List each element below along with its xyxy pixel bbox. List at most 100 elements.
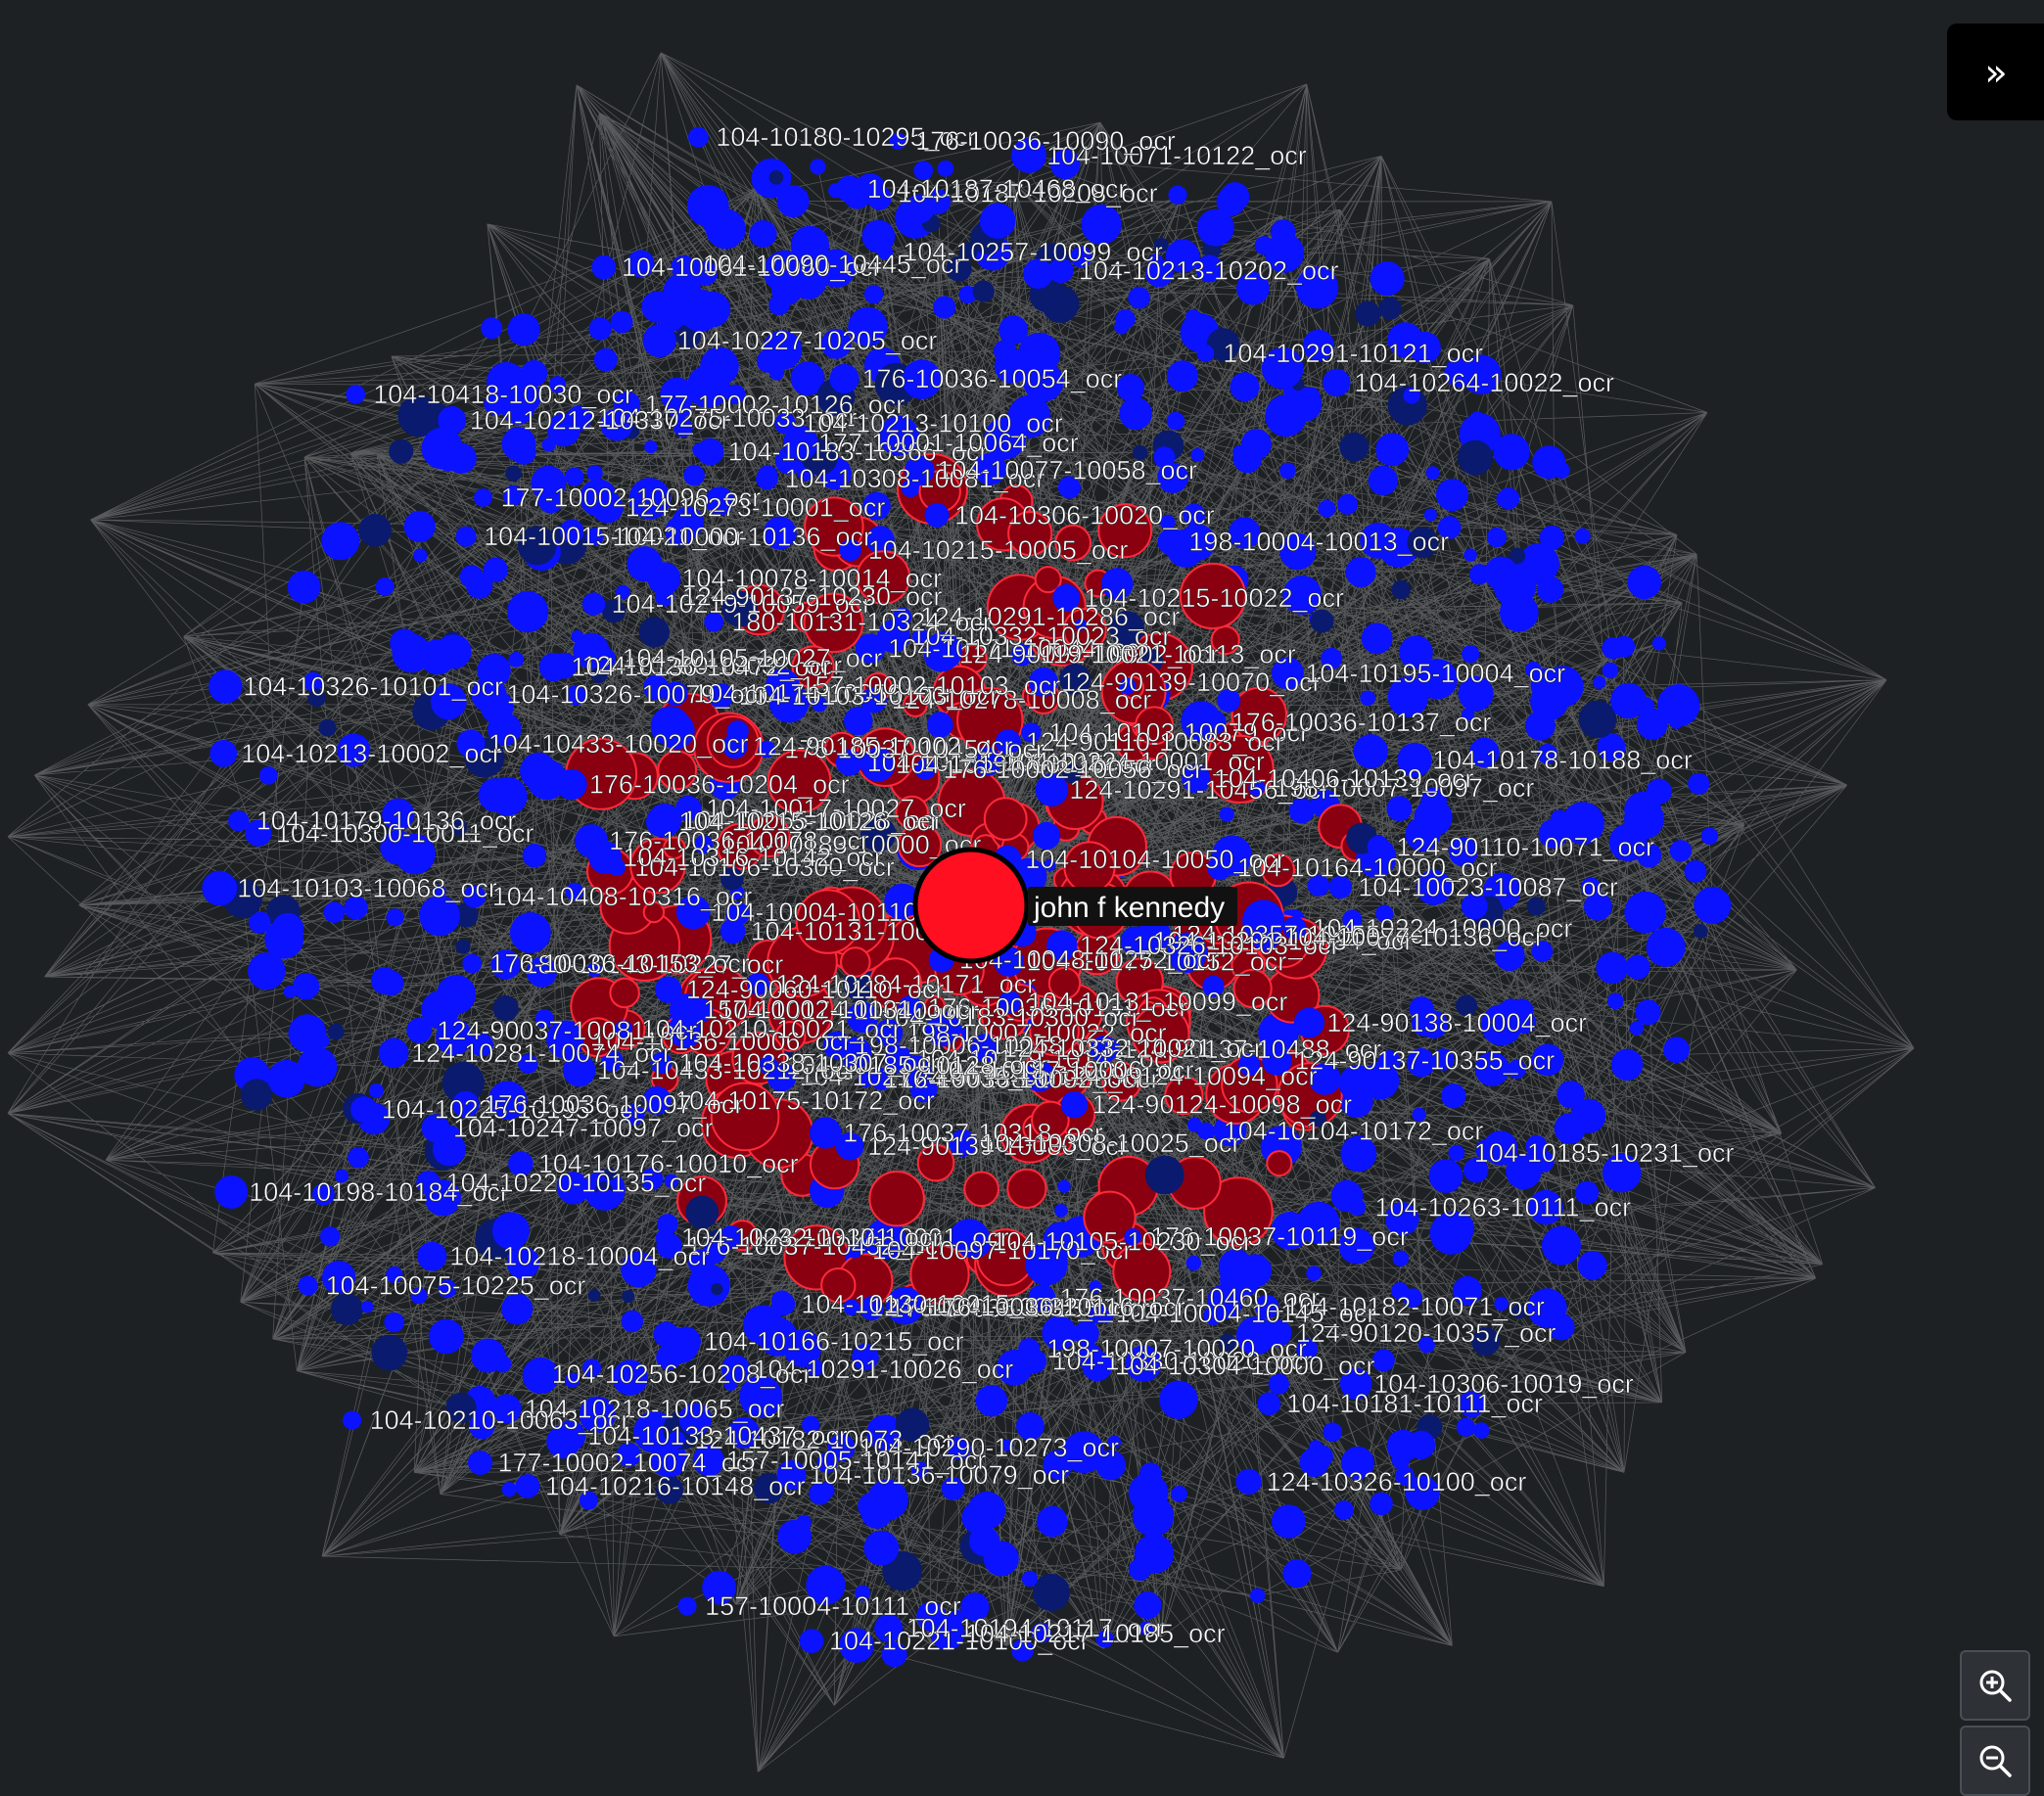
graph-node[interactable] xyxy=(858,1492,886,1521)
graph-node[interactable] xyxy=(505,465,522,482)
graph-node[interactable] xyxy=(1266,1150,1293,1177)
labeled-node[interactable] xyxy=(554,1420,586,1452)
graph-node[interactable] xyxy=(453,902,479,928)
graph-node[interactable] xyxy=(1528,1189,1563,1225)
graph-node[interactable] xyxy=(1606,992,1624,1010)
graph-node[interactable] xyxy=(816,249,857,288)
graph-node[interactable] xyxy=(1037,1505,1068,1538)
graph-node[interactable] xyxy=(705,208,746,250)
labeled-node[interactable] xyxy=(468,1451,492,1475)
graph-node[interactable] xyxy=(500,391,535,425)
graph-node[interactable] xyxy=(1486,528,1507,548)
labeled-node[interactable] xyxy=(1090,1036,1118,1064)
graph-node[interactable] xyxy=(1472,1422,1490,1439)
labeled-node[interactable] xyxy=(670,993,702,1026)
graph-node[interactable] xyxy=(1437,516,1462,539)
graph-node[interactable] xyxy=(1095,1630,1114,1648)
labeled-node[interactable] xyxy=(720,918,746,944)
graph-node[interactable] xyxy=(579,1396,616,1433)
graph-node[interactable] xyxy=(975,1385,1008,1417)
graph-node[interactable] xyxy=(727,1416,760,1449)
graph-node[interactable] xyxy=(469,1413,495,1440)
graph-node[interactable] xyxy=(582,1359,601,1378)
graph-node[interactable] xyxy=(768,170,784,185)
labeled-node[interactable] xyxy=(1048,257,1074,284)
labeled-node[interactable] xyxy=(843,1299,860,1316)
labeled-node[interactable] xyxy=(655,1229,672,1246)
graph-node[interactable] xyxy=(436,1018,473,1056)
graph-node[interactable] xyxy=(1261,852,1295,888)
graph-node[interactable] xyxy=(879,415,919,456)
graph-node[interactable] xyxy=(541,437,556,452)
labeled-node[interactable] xyxy=(720,1355,751,1384)
graph-node[interactable] xyxy=(1407,1430,1436,1459)
graph-node[interactable] xyxy=(287,570,321,604)
graph-node[interactable] xyxy=(368,1082,384,1098)
labeled-node[interactable] xyxy=(421,1114,450,1143)
graph-node[interactable] xyxy=(1302,387,1321,405)
graph-node[interactable] xyxy=(1651,636,1666,651)
labeled-node[interactable] xyxy=(675,895,711,930)
graph-node[interactable] xyxy=(650,706,691,747)
graph-node[interactable] xyxy=(890,899,911,921)
labeled-node[interactable] xyxy=(972,746,1002,777)
graph-node[interactable] xyxy=(692,260,719,286)
graph-node[interactable] xyxy=(517,526,557,566)
graph-node[interactable] xyxy=(1462,645,1480,664)
graph-node[interactable] xyxy=(926,712,953,738)
graph-node[interactable] xyxy=(382,798,415,831)
graph-node[interactable] xyxy=(1387,676,1429,717)
labeled-node[interactable] xyxy=(827,1434,856,1462)
graph-node[interactable] xyxy=(946,255,972,282)
graph-node[interactable] xyxy=(1272,1504,1306,1539)
graph-node[interactable] xyxy=(1282,1559,1312,1589)
labeled-node[interactable] xyxy=(556,768,587,801)
graph-node[interactable] xyxy=(1399,635,1433,669)
graph-node[interactable] xyxy=(1032,1573,1070,1612)
graph-node[interactable] xyxy=(1165,239,1200,273)
labeled-node[interactable] xyxy=(846,1242,862,1259)
graph-node[interactable] xyxy=(959,242,978,260)
graph-node[interactable] xyxy=(507,313,540,346)
labeled-node[interactable] xyxy=(564,1032,584,1052)
graph-node[interactable] xyxy=(1608,823,1648,861)
graph-node[interactable] xyxy=(1453,1275,1482,1306)
graph-node[interactable] xyxy=(963,1171,999,1208)
graph-node[interactable] xyxy=(1083,1190,1137,1244)
graph-node[interactable] xyxy=(1556,1081,1585,1109)
graph-node[interactable] xyxy=(1458,1390,1486,1418)
graph-node[interactable] xyxy=(948,1436,971,1460)
graph-node[interactable] xyxy=(531,465,567,501)
graph-node[interactable] xyxy=(1411,1009,1439,1036)
graph-node[interactable] xyxy=(302,671,323,692)
labeled-node[interactable] xyxy=(1348,1198,1367,1217)
graph-node[interactable] xyxy=(1493,564,1537,608)
labeled-node[interactable] xyxy=(654,586,674,607)
graph-node[interactable] xyxy=(862,491,891,521)
graph-node[interactable] xyxy=(1378,297,1402,320)
graph-node[interactable] xyxy=(1548,1313,1575,1341)
graph-node[interactable] xyxy=(1480,1004,1522,1046)
graph-node[interactable] xyxy=(445,1392,477,1423)
labeled-node[interactable] xyxy=(924,502,950,528)
graph-node[interactable] xyxy=(795,889,861,954)
labeled-node[interactable] xyxy=(901,1055,932,1086)
graph-node[interactable] xyxy=(856,550,911,605)
graph-node[interactable] xyxy=(705,486,734,516)
graph-node[interactable] xyxy=(1684,859,1707,883)
graph-node[interactable] xyxy=(1530,668,1564,702)
graph-node[interactable] xyxy=(616,1442,641,1467)
graph-node[interactable] xyxy=(1159,514,1176,530)
graph-node[interactable] xyxy=(292,973,320,1000)
graph-node[interactable] xyxy=(1509,547,1526,565)
graph-node[interactable] xyxy=(1007,511,1053,557)
graph-node[interactable] xyxy=(1593,675,1606,689)
graph-node[interactable] xyxy=(1070,246,1092,268)
graph-node[interactable] xyxy=(1494,941,1525,971)
graph-node[interactable] xyxy=(1578,700,1617,739)
graph-node[interactable] xyxy=(860,816,897,852)
labeled-node[interactable] xyxy=(766,668,800,703)
graph-node[interactable] xyxy=(1254,236,1274,255)
graph-node[interactable] xyxy=(806,1565,846,1605)
